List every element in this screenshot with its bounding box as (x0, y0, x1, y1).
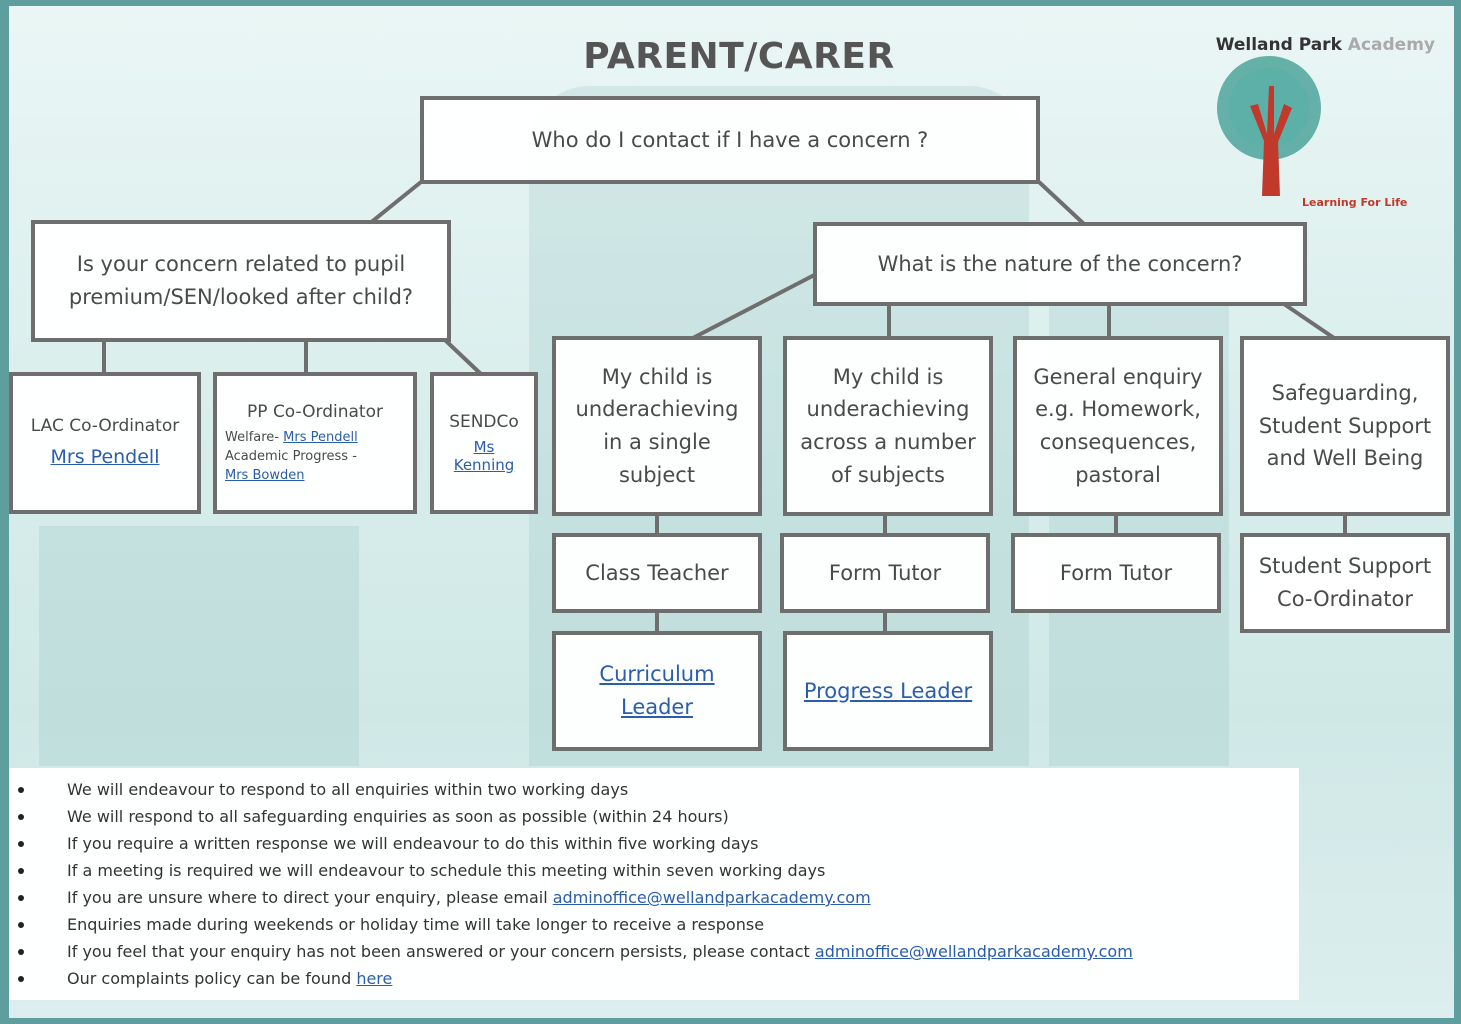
connector-root-left (367, 180, 423, 226)
lac-title: LAC Co-Ordinator (30, 416, 180, 437)
connector-root-right (1037, 180, 1086, 226)
category-line: of subjects (831, 462, 945, 487)
note-text: If you are unsure where to direct your e… (67, 888, 553, 907)
pp-academic-label: Academic Progress - (225, 448, 357, 464)
page-title: PARENT/CARER (583, 36, 895, 77)
note-text: If you feel that your enquiry has not be… (67, 942, 815, 961)
lac-coordinator-box: LAC Co-Ordinator Mrs Pendell (9, 372, 201, 514)
category-line: pastoral (1075, 462, 1161, 487)
sendco-title: SENDCo (449, 411, 519, 432)
contact-role: Form Tutor (828, 560, 942, 585)
curriculum-leader-link[interactable]: Leader (620, 695, 693, 719)
left-question-line2: premium/SEN/looked after child? (68, 285, 414, 309)
category-line: Safeguarding, (1271, 381, 1419, 406)
school-name-line1: Welland Park (1215, 35, 1342, 55)
note-text: Our complaints policy can be found (67, 969, 357, 988)
connector-lines (102, 180, 1347, 634)
background-window (39, 526, 359, 766)
tree-icon (1217, 56, 1321, 196)
complaints-policy-link[interactable]: here (356, 969, 393, 988)
school-tagline: Learning For Life (1302, 196, 1408, 209)
contact-role: Student Support (1258, 554, 1432, 579)
notes-panel: We will endeavour to respond to all enqu… (9, 768, 1299, 1000)
note-text: If you require a written response we wil… (67, 834, 759, 853)
contact-role: Co-Ordinator (1277, 587, 1413, 611)
note-item: We will respond to all safeguarding enqu… (9, 803, 1299, 830)
form-tutor-box: Form Tutor (780, 533, 990, 613)
root-question-box: Who do I contact if I have a concern ? (420, 96, 1040, 184)
left-question-box: Is your concern related to pupil premium… (31, 220, 451, 342)
category-single-subject-box: My child is underachieving in a single s… (552, 336, 762, 516)
pp-welfare-link[interactable]: Mrs Pendell (283, 430, 358, 446)
note-item: Enquiries made during weekends or holida… (9, 911, 1299, 938)
connector-right-cat1 (688, 268, 825, 342)
contact-role: Form Tutor (1059, 560, 1173, 585)
note-item: If you feel that your enquiry has not be… (9, 938, 1299, 965)
curriculum-leader-link[interactable]: Curriculum (599, 662, 715, 687)
category-line: e.g. Homework, (1035, 397, 1201, 422)
pp-coordinator-box: PP Co-Ordinator Welfare- Mrs Pendell Aca… (213, 372, 417, 514)
right-question-text: What is the nature of the concern? (877, 251, 1243, 276)
category-line: consequences, (1039, 430, 1197, 454)
category-safeguarding-box: Safeguarding, Student Support and Well B… (1240, 336, 1450, 516)
category-line: underachieving (575, 397, 739, 422)
note-text: We will endeavour to respond to all enqu… (67, 780, 629, 799)
school-logo: Welland Park Academy Learning For Life (1214, 28, 1449, 228)
category-line: Student Support (1258, 413, 1432, 438)
email-link[interactable]: adminoffice@wellandparkacademy.com (814, 942, 1133, 961)
note-item: If you are unsure where to direct your e… (9, 884, 1299, 911)
category-line: and Well Being (1266, 446, 1424, 471)
root-question-text: Who do I contact if I have a concern ? (531, 127, 929, 152)
pp-title: PP Co-Ordinator (247, 402, 383, 423)
note-text: We will respond to all safeguarding enqu… (67, 807, 729, 826)
note-item: Our complaints policy can be found here (9, 965, 1299, 992)
class-teacher-box: Class Teacher (552, 533, 762, 613)
right-question-box: What is the nature of the concern? (813, 222, 1307, 306)
student-support-coordinator-box: Student Support Co-Ordinator (1240, 533, 1450, 633)
note-item: We will endeavour to respond to all enqu… (9, 776, 1299, 803)
progress-leader-box: Progress Leader (783, 631, 993, 751)
flowchart-page: PARENT/CARER Welland Park Academy Learni… (9, 6, 1454, 1018)
category-line: General enquiry (1033, 364, 1203, 389)
pp-welfare-label: Welfare- (225, 430, 284, 446)
sendco-contact-link-line1[interactable]: Ms (473, 438, 495, 457)
note-text: Enquiries made during weekends or holida… (67, 915, 765, 934)
category-line: My child is (832, 364, 944, 389)
notes-list: We will endeavour to respond to all enqu… (9, 768, 1299, 992)
curriculum-leader-box: Curriculum Leader (552, 631, 762, 751)
school-name-line2: Academy (1347, 35, 1435, 55)
lac-contact-link[interactable]: Mrs Pendell (50, 446, 160, 469)
pp-academic-link[interactable]: Mrs Bowden (225, 467, 305, 483)
note-item: If a meeting is required we will endeavo… (9, 857, 1299, 884)
category-line: underachieving (806, 397, 970, 422)
school-name: Welland Park Academy (1216, 34, 1435, 56)
connector-right-cat4 (1282, 302, 1339, 342)
category-line: My child is (601, 364, 713, 389)
note-text: If a meeting is required we will endeavo… (67, 861, 826, 880)
progress-leader-link[interactable]: Progress Leader (803, 678, 973, 703)
contact-role: Class Teacher (585, 560, 729, 585)
note-item: If you require a written response we wil… (9, 830, 1299, 857)
category-multiple-subjects-box: My child is underachieving across a numb… (783, 336, 993, 516)
pp-welfare-row: Welfare- Mrs Pendell (217, 429, 413, 448)
category-line: in a single (603, 430, 711, 454)
left-question-line1: Is your concern related to pupil (76, 252, 406, 277)
category-line: across a number (800, 430, 976, 454)
category-line: subject (618, 462, 696, 487)
sendco-box: SENDCo Ms Kenning (430, 372, 538, 514)
connector-left-sendco (443, 338, 485, 378)
sendco-contact-link-line2[interactable]: Kenning (453, 456, 515, 475)
category-general-enquiry-box: General enquiry e.g. Homework, consequen… (1013, 336, 1223, 516)
form-tutor-box-2: Form Tutor (1011, 533, 1221, 613)
email-link[interactable]: adminoffice@wellandparkacademy.com (552, 888, 871, 907)
